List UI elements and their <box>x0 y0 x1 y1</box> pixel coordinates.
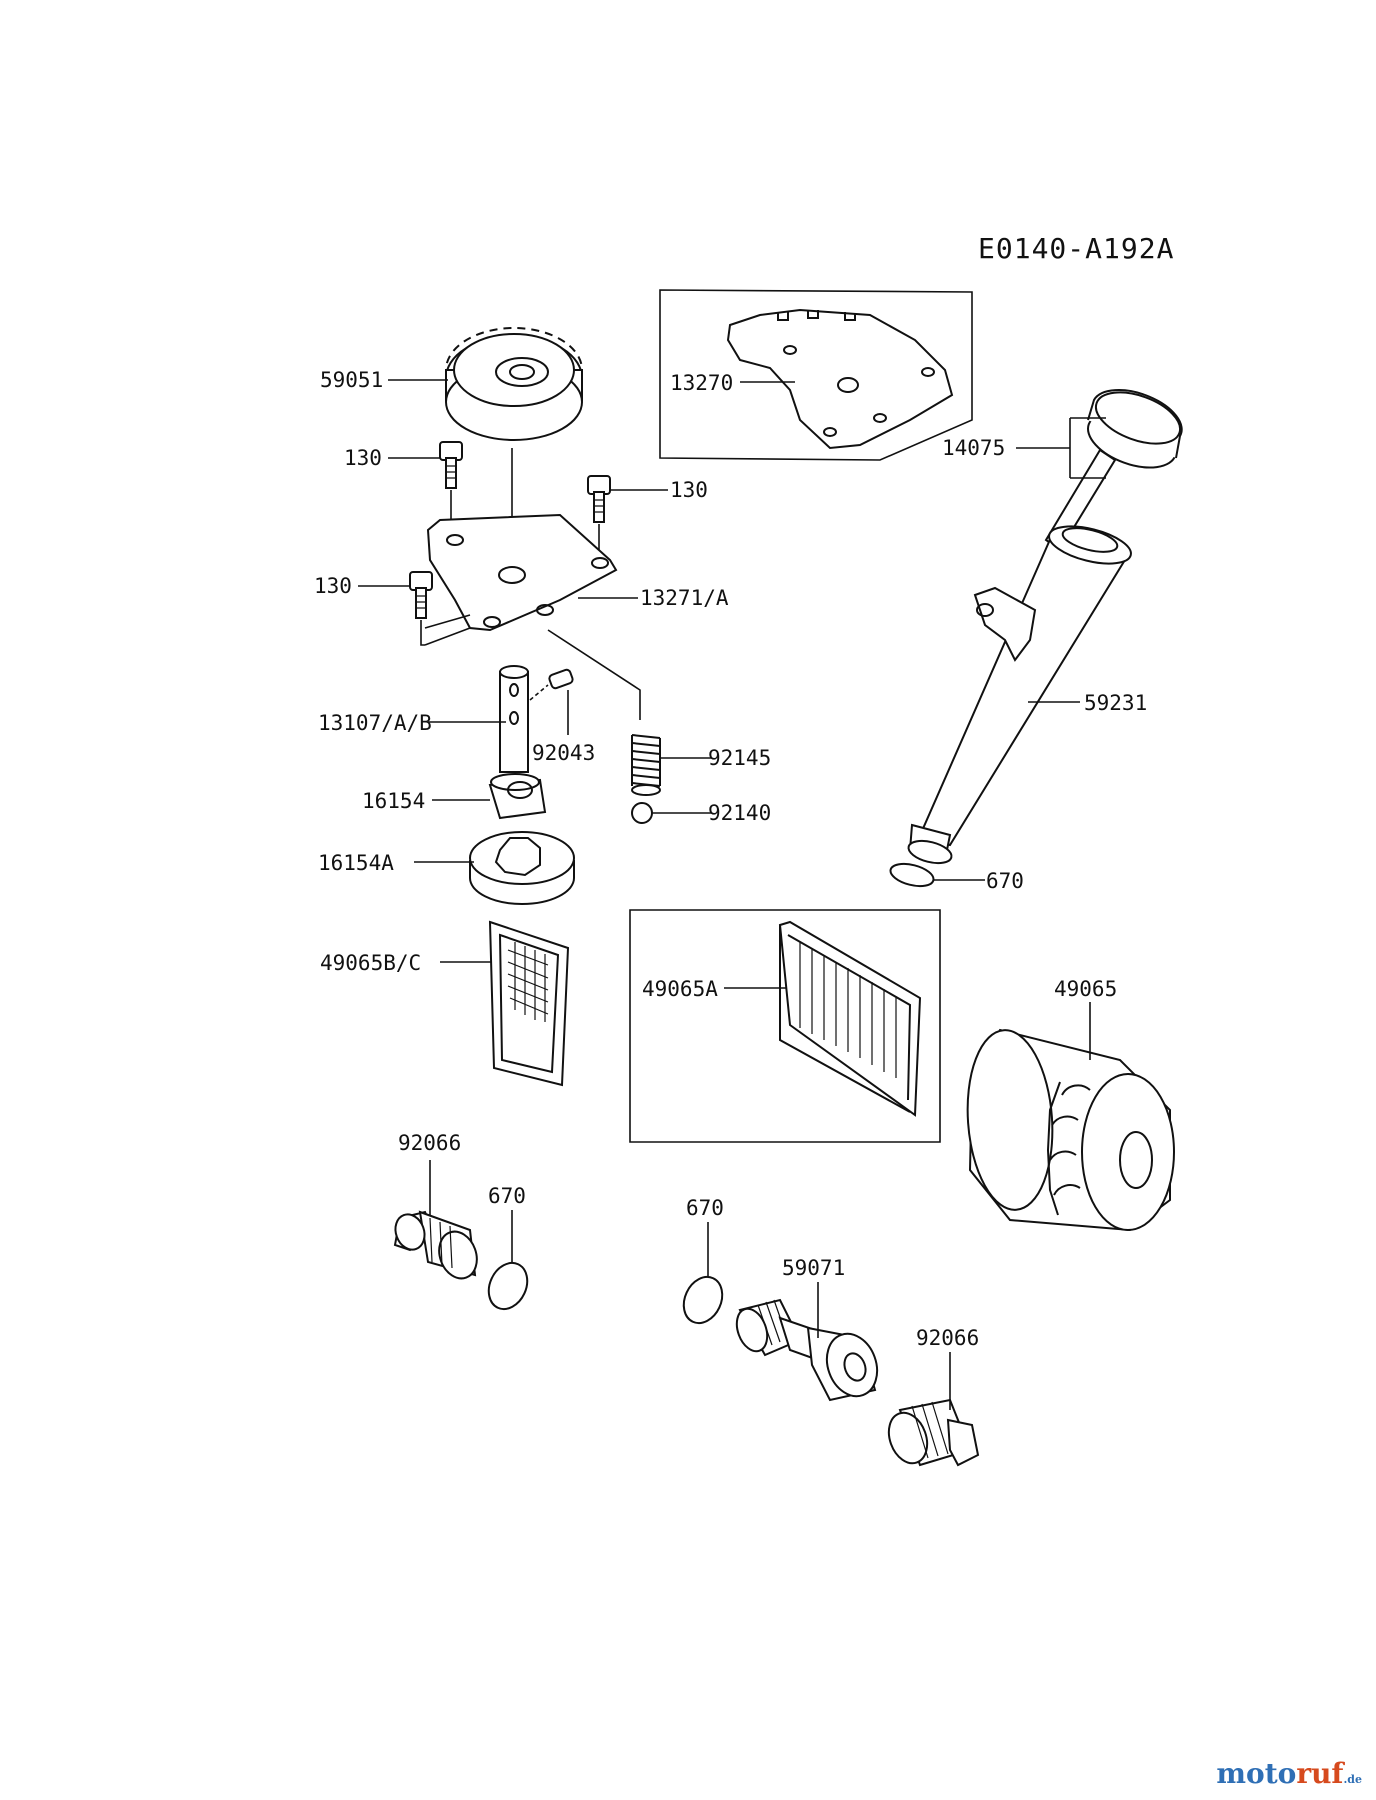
inner-rotor <box>488 773 547 820</box>
diagram-reference-code: E0140-A192A <box>978 232 1174 265</box>
o-ring-670-left <box>487 1261 529 1311</box>
label-130-lower-left: 130 <box>314 574 352 598</box>
watermark-part2: ruf <box>1296 1757 1344 1790</box>
relief-spring <box>631 734 661 796</box>
bolt-130-lower-left <box>409 571 433 619</box>
oil-strainer <box>778 920 922 1117</box>
label-59051: 59051 <box>320 368 383 392</box>
pump-shaft <box>499 665 529 773</box>
box-49065a <box>629 909 941 1143</box>
label-13270: 13270 <box>670 371 733 395</box>
label-13271-a: 13271/A <box>640 586 729 610</box>
label-670-left: 670 <box>488 1184 526 1208</box>
label-92066-right: 92066 <box>916 1326 979 1350</box>
oil-pipe-fitting <box>735 1298 879 1402</box>
outer-rotor <box>469 831 575 905</box>
label-49065a: 49065A <box>642 977 718 1001</box>
bolt-130-upper-left <box>439 441 463 489</box>
drain-plug-left <box>393 1210 478 1280</box>
label-92140: 92140 <box>708 801 771 825</box>
label-92066-left: 92066 <box>398 1131 461 1155</box>
dipstick <box>1044 389 1183 552</box>
label-59071: 59071 <box>782 1256 845 1280</box>
o-ring-670-right <box>682 1275 724 1325</box>
drain-plug-right <box>887 1398 980 1467</box>
bolt-130-right <box>587 475 611 523</box>
watermark-part3: .de <box>1343 1773 1362 1786</box>
label-130-right: 130 <box>670 478 708 502</box>
label-92043: 92043 <box>532 741 595 765</box>
label-49065: 49065 <box>1054 977 1117 1001</box>
relief-ball <box>631 802 653 824</box>
box-13270 <box>659 289 973 461</box>
label-14075: 14075 <box>942 436 1005 460</box>
label-130-upper-left: 130 <box>344 446 382 470</box>
oil-screen <box>488 920 570 1087</box>
baffle-plate <box>726 308 954 450</box>
oil-filter <box>966 1028 1175 1232</box>
label-13107-a-b: 13107/A/B <box>318 711 432 735</box>
label-49065b-c: 49065B/C <box>320 951 421 975</box>
label-16154: 16154 <box>362 789 425 813</box>
pump-pin <box>548 668 574 690</box>
dipstick-tube <box>907 525 1132 865</box>
label-16154a: 16154A <box>318 851 394 875</box>
watermark-part1: moto <box>1216 1757 1297 1790</box>
label-59231: 59231 <box>1084 691 1147 715</box>
label-670-tube: 670 <box>986 869 1024 893</box>
label-92145: 92145 <box>708 746 771 770</box>
o-ring-670-tube <box>889 862 935 888</box>
drive-gear <box>445 327 583 441</box>
label-670-right: 670 <box>686 1196 724 1220</box>
pump-cover-plate <box>426 513 618 632</box>
watermark-logo: motoruf.de <box>1216 1757 1362 1790</box>
